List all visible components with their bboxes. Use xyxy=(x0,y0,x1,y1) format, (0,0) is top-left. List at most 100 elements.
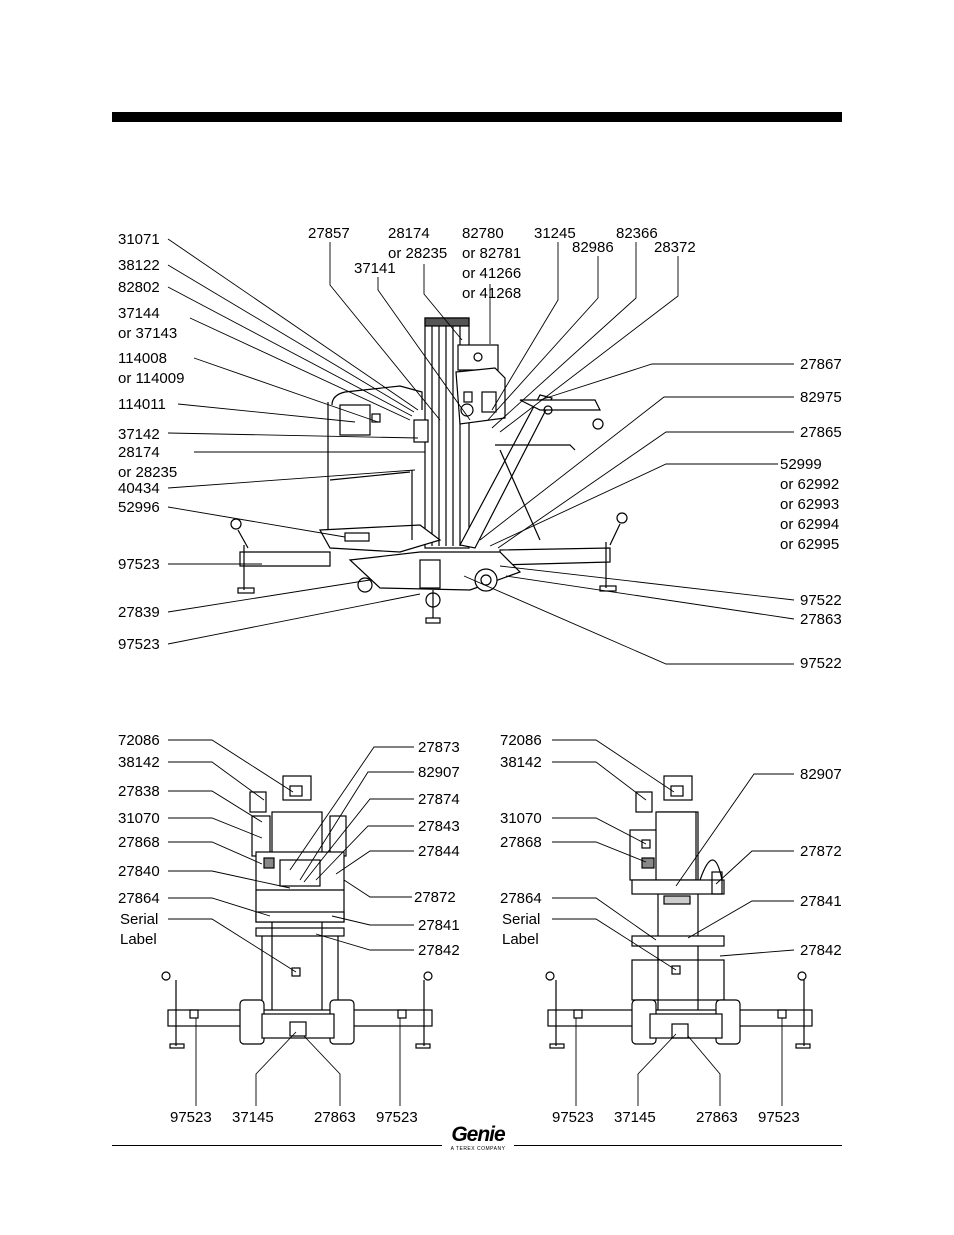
callout-text: Label xyxy=(120,931,157,948)
leader-line xyxy=(479,396,794,541)
callout-text: 114011 xyxy=(118,396,166,413)
callout-text: 97523 xyxy=(552,1109,594,1126)
leader-lines xyxy=(167,238,795,1106)
callout-text: 97522 xyxy=(800,592,842,609)
callout-text: 27872 xyxy=(800,843,842,860)
leader-line xyxy=(167,238,419,411)
callout-label-perspective-2: 38122 xyxy=(118,257,160,274)
leader-line xyxy=(675,773,794,887)
callout-text: 37145 xyxy=(614,1109,656,1126)
callout-text: 27839 xyxy=(118,604,160,621)
perspective-machine-drawing xyxy=(230,317,628,624)
callout-label-rear-right-11: 97523 xyxy=(552,1109,594,1126)
leader-line xyxy=(168,790,263,823)
leader-line xyxy=(335,850,414,875)
callout-text: 37141 xyxy=(354,260,396,277)
callout-text: 27843 xyxy=(418,818,460,835)
callout-text: Label xyxy=(502,931,539,948)
callout-text: 27873 xyxy=(418,739,460,756)
callout-label-perspective-21: 28372 xyxy=(654,239,696,256)
leader-line xyxy=(552,817,647,845)
callout-text: 31245 xyxy=(534,225,576,242)
callout-label-rear-left-12: 27843 xyxy=(418,818,460,835)
callout-text: 72086 xyxy=(118,732,160,749)
callout-text: 27841 xyxy=(418,917,460,934)
callout-text: 27863 xyxy=(800,611,842,628)
callout-label-rear-right-5: 27864 xyxy=(500,890,542,907)
callout-label-rear-left-10: 82907 xyxy=(418,764,460,781)
callout-text: or 62994 xyxy=(780,516,839,533)
callout-text: 40434 xyxy=(118,480,160,497)
callout-label-perspective-10: 52996 xyxy=(118,499,160,516)
leader-line xyxy=(167,264,415,413)
callout-text: 27868 xyxy=(500,834,542,851)
leader-line xyxy=(637,1033,677,1106)
leader-line xyxy=(377,277,471,421)
callout-text: 37145 xyxy=(232,1109,274,1126)
callout-text: or 62992 xyxy=(780,476,839,493)
leader-line xyxy=(489,463,778,547)
callout-label-perspective-12: 27839 xyxy=(118,604,160,621)
callout-label-rear-right-7: 82907 xyxy=(800,766,842,783)
leader-line xyxy=(168,817,263,839)
leader-line xyxy=(463,575,794,665)
callout-text: 27874 xyxy=(418,791,460,808)
callout-label-rear-right-14: 97523 xyxy=(758,1109,800,1126)
leader-line xyxy=(189,317,411,421)
callout-label-perspective-24: 27865 xyxy=(800,424,842,441)
callout-label-perspective-28: 97522 xyxy=(800,655,842,672)
rear-right-machine-drawing xyxy=(545,775,813,1049)
callout-label-rear-left-5: 27868 xyxy=(118,834,160,851)
leader-line xyxy=(491,242,637,429)
callout-label-rear-left-13: 27844 xyxy=(418,843,460,860)
callout-text: 82907 xyxy=(800,766,842,783)
callout-text: 52996 xyxy=(118,499,160,516)
leader-line xyxy=(177,403,356,423)
callout-text: or 28235 xyxy=(388,245,447,262)
callout-label-rear-left-19: 27863 xyxy=(314,1109,356,1126)
brand-tagline: A TEREX COMPANY xyxy=(450,1146,506,1152)
callout-text: 97523 xyxy=(170,1109,212,1126)
callout-text: 114008 xyxy=(118,350,167,367)
callout-label-perspective-19: 82986 xyxy=(572,239,614,256)
callout-text: 52999 xyxy=(780,456,822,473)
leader-line xyxy=(167,286,413,417)
callout-label-rear-left-11: 27874 xyxy=(418,791,460,808)
callout-text: 97523 xyxy=(118,636,160,653)
callout-label-rear-right-13: 27863 xyxy=(696,1109,738,1126)
callout-text: 27844 xyxy=(418,843,460,860)
leader-line xyxy=(343,879,412,898)
callout-text: 27865 xyxy=(800,424,842,441)
callout-text: 37142 xyxy=(118,426,160,443)
callout-text: 27864 xyxy=(118,890,160,907)
callout-label-perspective-22: 27867 xyxy=(800,356,842,373)
callout-text: 27872 xyxy=(414,889,456,906)
callout-text: 27868 xyxy=(118,834,160,851)
callout-label-rear-right-1: 72086 xyxy=(500,732,542,749)
leader-line xyxy=(331,915,414,926)
callout-text: 27863 xyxy=(696,1109,738,1126)
callout-label-rear-left-17: 97523 xyxy=(170,1109,212,1126)
genie-logo: Genie A TEREX COMPANY xyxy=(444,1124,512,1153)
callout-text: 27838 xyxy=(118,783,160,800)
callout-label-rear-left-14: 27872 xyxy=(414,889,456,906)
callout-text: or 114009 xyxy=(118,370,184,387)
leader-line xyxy=(552,841,647,863)
callout-text: 38142 xyxy=(500,754,542,771)
callout-text: 82907 xyxy=(418,764,460,781)
callout-text: 97522 xyxy=(800,655,842,672)
leader-line xyxy=(299,771,414,881)
callout-text: 27842 xyxy=(800,942,842,959)
callout-label-rear-left-1: 72086 xyxy=(118,732,160,749)
leader-line xyxy=(687,900,794,939)
leader-line xyxy=(487,256,599,421)
leader-line xyxy=(289,746,414,871)
callout-text: 37144 xyxy=(118,305,160,322)
leader-line xyxy=(168,761,265,801)
callout-text: or 28235 xyxy=(118,464,177,481)
rear-left-machine-drawing xyxy=(161,775,433,1049)
